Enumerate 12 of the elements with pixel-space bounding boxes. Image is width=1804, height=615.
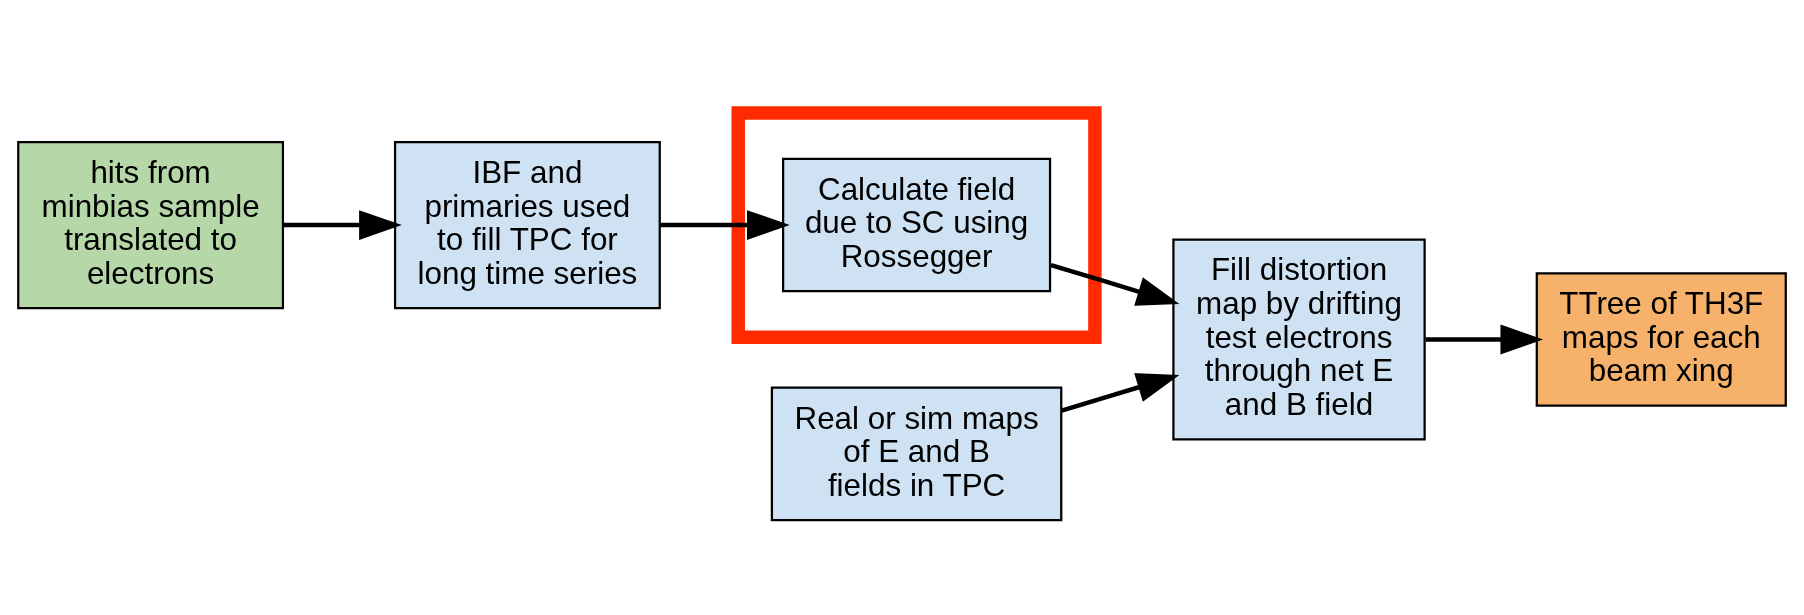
arrow bbox=[659, 210, 790, 240]
node-box: TTree of TH3F maps for each beam xing bbox=[1535, 272, 1787, 407]
arrow bbox=[283, 210, 402, 240]
node-box: Fill distortion map by drifting test electrons through net E and B field bbox=[1172, 238, 1426, 441]
node-box: Real or sim maps of E and B fields in TPC bbox=[770, 386, 1063, 522]
node-box: IBF and primaries used to fill TPC for long time series bbox=[393, 140, 661, 310]
cluster bbox=[731, 106, 1102, 344]
node-box: Calculate field due to SC using Rossegger bbox=[782, 157, 1052, 293]
arrow bbox=[1050, 262, 1180, 306]
arrow bbox=[1061, 373, 1180, 413]
arrow bbox=[1425, 324, 1544, 355]
node-box: hits from minbias sample translated to electrons bbox=[17, 140, 285, 310]
